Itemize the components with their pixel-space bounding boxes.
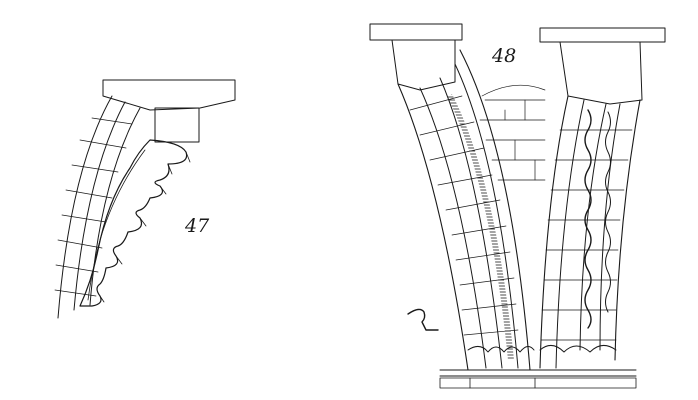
figure-48-drawing bbox=[369, 23, 666, 389]
figure-47-drawing bbox=[54, 79, 236, 319]
figure-48-label: 48 bbox=[491, 45, 516, 67]
figure-47-label: 47 bbox=[184, 215, 210, 237]
